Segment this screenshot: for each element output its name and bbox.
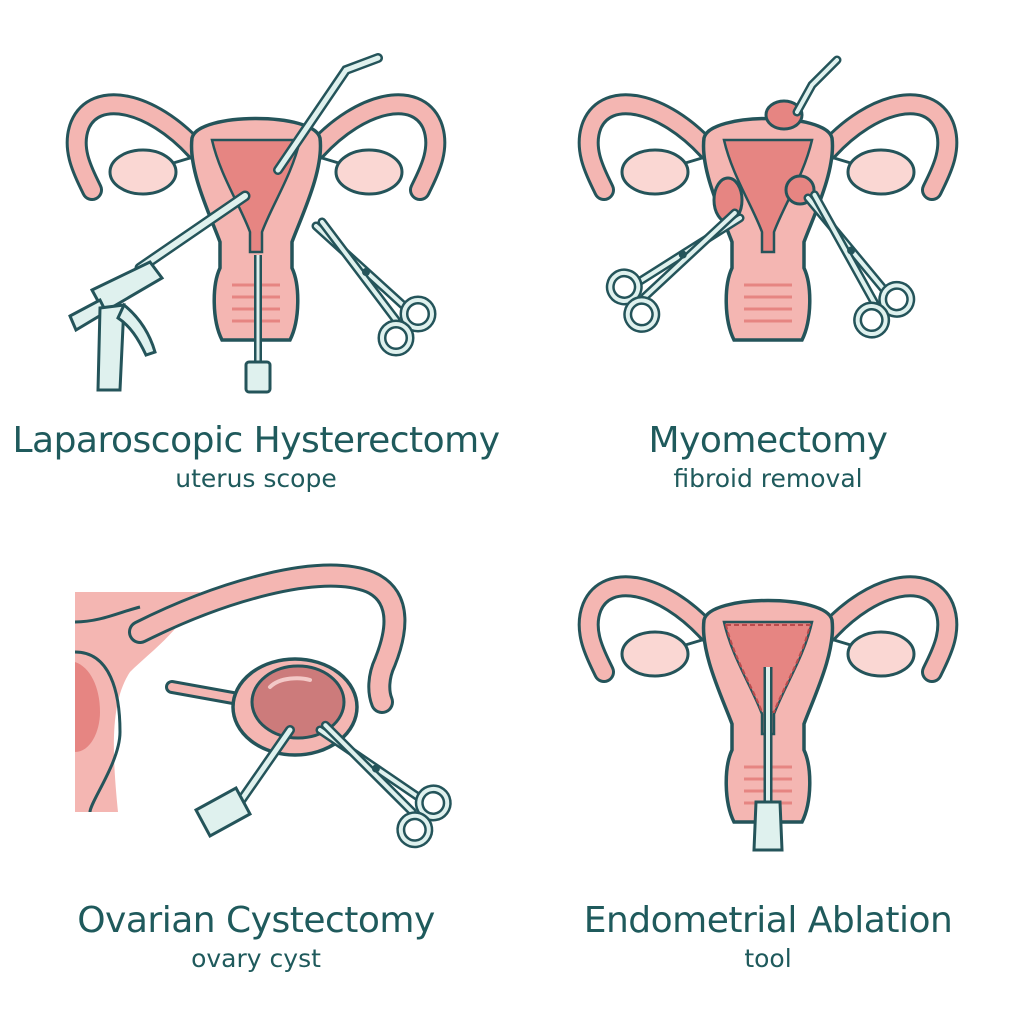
panel-title: Myomectomy xyxy=(648,420,888,461)
panel-subtitle: uterus scope xyxy=(175,464,337,493)
panel-title: Endometrial Ablation xyxy=(583,900,953,941)
panel-subtitle: tool xyxy=(744,944,792,973)
panel-ovarian-cystectomy: Ovarian Cystectomy ovary cyst xyxy=(0,512,512,1024)
panel-title: Ovarian Cystectomy xyxy=(77,900,435,941)
panel-myomectomy: Myomectomy fibroid removal xyxy=(512,0,1024,512)
laparoscopic-hysterectomy-illustration xyxy=(0,53,512,394)
endometrial-ablation-illustration xyxy=(512,512,1024,852)
panel-laparoscopic-hysterectomy: Laparoscopic Hysterectomy uterus scope xyxy=(0,0,512,512)
panel-subtitle: ovary cyst xyxy=(191,944,321,973)
panel-endometrial-ablation: Endometrial Ablation tool xyxy=(512,512,1024,1024)
panel-title: Laparoscopic Hysterectomy xyxy=(12,420,500,461)
ovarian-cystectomy-illustration xyxy=(74,563,512,1024)
myomectomy-illustration xyxy=(512,55,1024,512)
panel-subtitle: fibroid removal xyxy=(673,464,863,493)
